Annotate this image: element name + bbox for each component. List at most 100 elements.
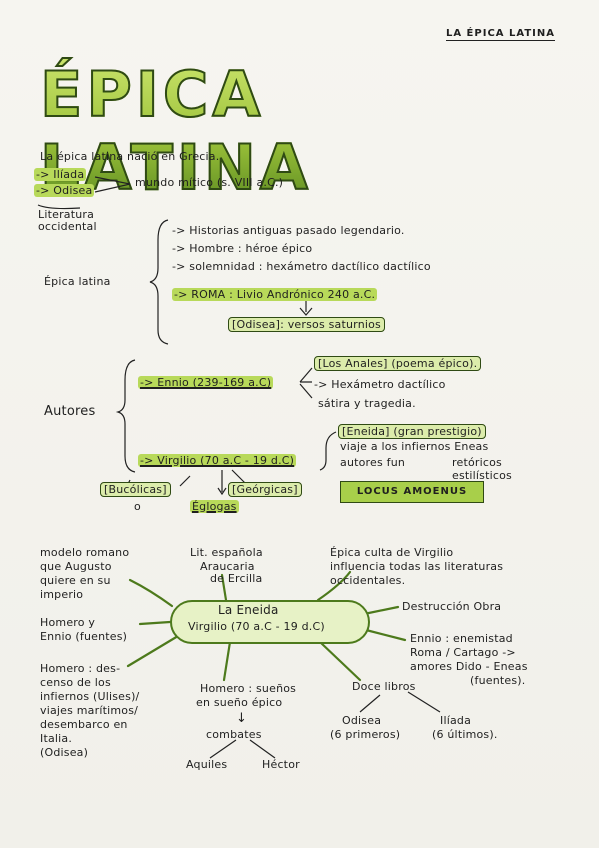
anales-item: [Los Anales] (poema épico). [314,356,482,371]
epica-item-1: -> Historias antiguas pasado legendario. [172,224,405,237]
ennio-roma-line-3: amores Dido - Eneas [410,660,528,673]
viaje-item: viaje a los infiernos Eneas [340,440,489,453]
odisea-label: -> Odisea [34,184,95,197]
ennio-item: -> Ennio (239-169 a.C) [138,376,274,389]
anales-label: [Los Anales] (poema épico). [314,356,482,371]
homero-sueno-line-1: Homero : sueños [200,682,297,695]
sueno-arrow: ↓ [236,711,248,726]
hexametro-item: -> Hexámetro dactílico [314,378,446,391]
retoricos: retóricos [452,456,502,469]
espanola-line-3: de Ercilla [210,572,263,585]
spoke-homero-descenso [126,634,180,668]
iliada-item: -> Ilíada [34,168,87,181]
georgicas-item: [Geórgicas] [228,482,302,497]
spoke-homero-sueno [222,640,232,682]
odisea-item: -> Odisea [34,184,95,197]
roma-livio: -> ROMA : Livio Andrónico 240 a.C. [172,288,378,301]
center-title: La Eneida [218,603,279,617]
virgilio-label: -> Virgilio (70 a.C - 19 d.C) [138,454,297,467]
homero-descenso-line-7: (Odisea) [40,746,89,759]
eneida-center [170,600,370,644]
combates-label: combates [206,728,262,741]
ennio-roma-line-2: Roma / Cartago -> [410,646,516,659]
spoke-modelo [128,578,174,608]
spoke-espanola [220,573,228,602]
spoke-epica-culta [316,570,352,602]
estilisticos: estilísticos [452,469,512,482]
modelo-line-2: que Augusto [40,560,112,573]
homero-sueno-line-2: en sueño épico [196,696,283,709]
ennio-roma-line-4: (fuentes). [470,674,526,687]
homero-descenso-line-4: viajes marítimos/ [40,704,139,717]
virgilio-item: -> Virgilio (70 a.C - 19 d.C) [138,454,297,467]
literatura-label: Literatura [38,208,95,221]
o-connector: o [134,500,141,513]
hector-label: Héctor [262,758,300,771]
page-title: ÉPICA LATINA [39,57,560,205]
odisea-libros-line-1: Odisea [342,714,382,727]
epica-latina-label: Épica latina [44,275,111,288]
header-tag: LA ÉPICA LATINA [445,28,555,41]
modelo-line-1: modelo romano [40,546,130,559]
locus-amoenus-box: LOCUS AMOENUS [340,481,484,503]
page-title-text: ÉPICA LATINA [39,57,560,205]
aquiles-label: Aquiles [186,758,228,771]
epica-culta-line-3: occidentales. [330,574,406,587]
combates-branches [209,739,276,759]
autores-fun: autores fun [340,456,406,469]
doce-libros-label: Doce libros [352,680,416,693]
satira-item: sátira y tragedia. [318,397,416,410]
occidental-label: occidental [38,220,97,233]
autores-brace [115,359,136,473]
iliada-libros-line-2: (6 últimos). [432,728,498,741]
odisea-libros-line-2: (6 primeros) [330,728,401,741]
ennio-arrows [299,367,313,399]
homero-descenso-line-5: desembarco en [40,718,128,731]
odisea-latin: [Odisea]: versos saturnios [228,317,385,332]
epica-item-3: -> solemnidad : hexámetro dactílico dact… [172,260,431,273]
eneida-label: [Eneida] (gran prestigio) [338,424,486,439]
iliada-label: -> Ilíada [34,168,87,181]
spoke-doce [318,640,362,682]
modelo-line-3: quiere en su [40,574,111,587]
epica-culta-line-2: influencia todas las literaturas [330,560,504,573]
eglogas-label: Églogas [190,500,239,513]
modelo-line-4: imperio [40,588,84,601]
homero-descenso-line-2: censo de los [40,676,111,689]
destruccion-label: Destrucción Obra [402,600,502,613]
spoke-homero-ennio [138,620,172,626]
epica-culta-line-1: Épica culta de Virgilio [330,546,454,559]
intro-line: La épica latina nació en Grecia. [40,150,220,163]
iliada-libros-line-1: Ilíada [440,714,472,727]
eneida-item: [Eneida] (gran prestigio) [338,424,486,439]
center-sub: Virgilio (70 a.C - 19 d.C) [188,620,325,633]
intro-brace [94,176,131,193]
virgilio-brace [319,431,337,471]
epica-brace [149,219,169,345]
bucolicas-item: [Bucólicas] [100,482,171,497]
literatura-line [37,204,81,210]
epica-item-4: -> ROMA : Livio Andrónico 240 a.C. [172,288,378,301]
spoke-destruccion [362,605,400,616]
livio-arrow [299,300,313,316]
odisea-latin-box: [Odisea]: versos saturnios [228,317,385,332]
homero-descenso-line-6: Italia. [40,732,73,745]
eglogas-item: Églogas [190,500,239,513]
epica-item-2: -> Hombre : héroe épico [172,242,313,255]
autores-label: Autores [44,404,96,419]
bucolicas-label: [Bucólicas] [100,482,171,497]
mundo-mitico: mundo mítico (s. VIII a.C.) [135,176,284,189]
spoke-ennio-roma [364,628,407,642]
ennio-roma-line-1: Ennio : enemistad [410,632,513,645]
homero-ennio-line-2: Ennio (fuentes) [40,630,128,643]
espanola-line-2: Araucaria [200,560,255,573]
espanola-line-1: Lit. española [190,546,263,559]
ennio-label: -> Ennio (239-169 a.C) [138,376,274,389]
homero-ennio-line-1: Homero y [40,616,96,629]
homero-descenso-line-3: infiernos (Ulises)/ [40,690,140,703]
georgicas-label: [Geórgicas] [228,482,302,497]
doce-branches [359,691,441,713]
homero-descenso-line-1: Homero : des- [40,662,121,675]
